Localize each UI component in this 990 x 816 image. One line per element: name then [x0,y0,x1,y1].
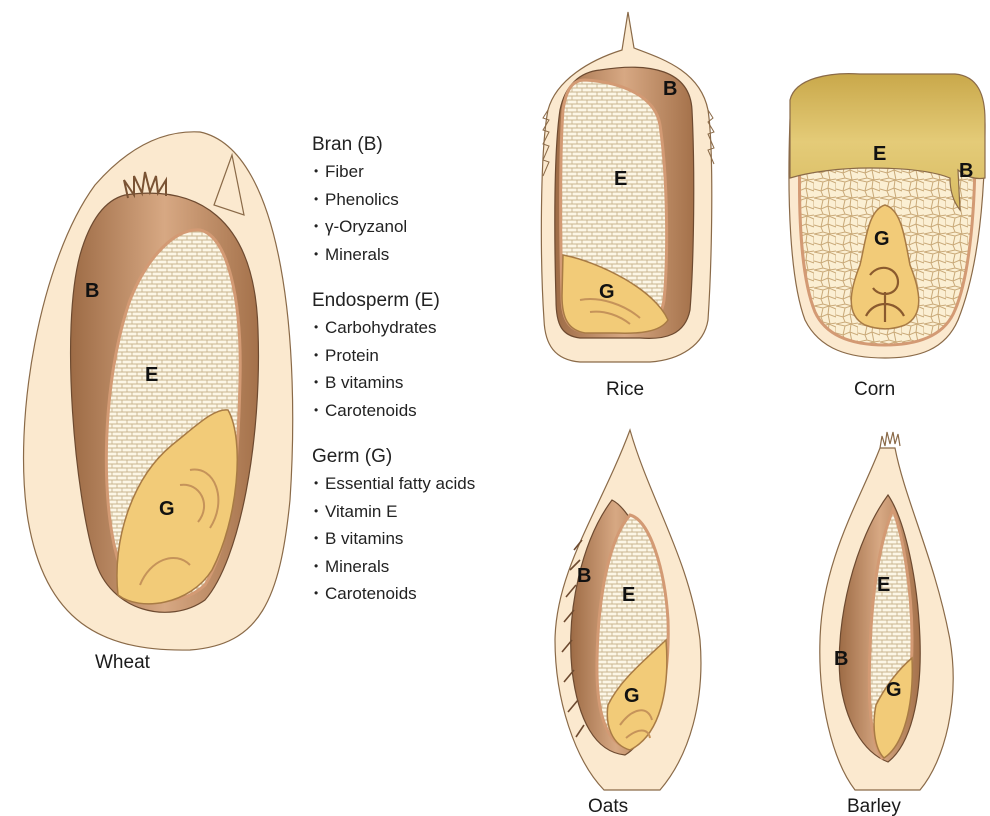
wheat-germ-label: G [159,498,175,520]
legend-item: Carotenoids [312,397,552,425]
legend-item: Essential fatty acids [312,470,552,498]
barley-awn [880,432,900,448]
legend-group-bran: Bran (B) Fiber Phenolics γ-Oryzanol Mine… [312,132,552,268]
barley-germ-label: G [886,679,902,701]
barley-bran-label: B [834,648,848,670]
wheat-caption: Wheat [95,652,151,673]
legend-group-germ: Germ (G) Essential fatty acids Vitamin E… [312,444,552,608]
legend-heading: Bran (B) [312,132,552,158]
rice-germ-label: G [599,281,615,303]
legend-item: Protein [312,342,552,370]
wheat-grain: B E G Wheat [24,132,293,673]
legend-group-endosperm: Endosperm (E) Carbohydrates Protein B vi… [312,288,552,424]
rice-caption: Rice [606,379,644,400]
oats-germ-label: G [624,685,640,707]
corn-endosperm-label: E [873,143,886,165]
legend-item: Carbohydrates [312,314,552,342]
legend-heading: Germ (G) [312,444,552,470]
wheat-endosperm-label: E [145,364,158,386]
corn-grain: B E G Corn [789,74,985,400]
nutrient-legend: Bran (B) Fiber Phenolics γ-Oryzanol Mine… [312,132,552,628]
legend-item: B vitamins [312,525,552,553]
oats-bran-label: B [577,565,591,587]
rice-bran-label: B [663,78,677,100]
corn-bran-label: B [959,160,973,182]
barley-endosperm-label: E [877,574,890,596]
corn-caption: Corn [854,379,895,400]
legend-item: Vitamin E [312,498,552,526]
legend-item: γ-Oryzanol [312,213,552,241]
oats-caption: Oats [588,796,628,816]
oats-grain: B E G Oats [555,430,701,816]
legend-item: Carotenoids [312,580,552,608]
barley-grain: B E G Barley [820,432,953,816]
wheat-bran-label: B [85,280,99,302]
legend-heading: Endosperm (E) [312,288,552,314]
oats-endosperm-label: E [622,584,635,606]
legend-item: Phenolics [312,186,552,214]
corn-germ-label: G [874,228,890,250]
legend-item: B vitamins [312,369,552,397]
legend-item: Fiber [312,158,552,186]
rice-endosperm-label: E [614,168,627,190]
rice-grain: B E G Rice [541,12,714,400]
legend-item: Minerals [312,241,552,269]
barley-caption: Barley [847,796,901,816]
legend-item: Minerals [312,553,552,581]
